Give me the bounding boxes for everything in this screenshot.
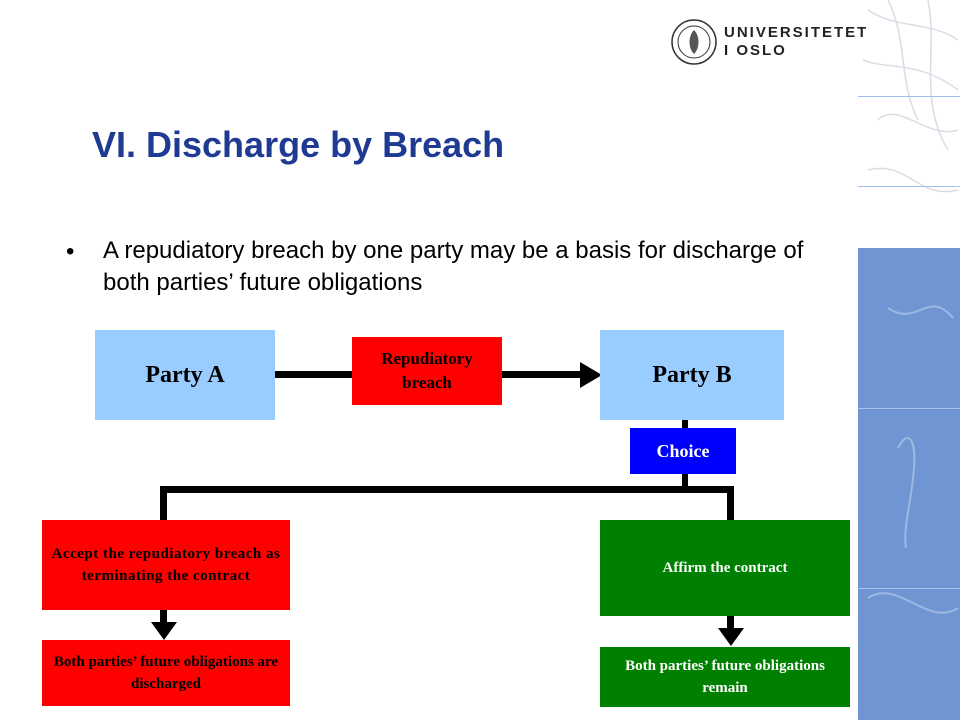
party-b-box: Party B bbox=[600, 330, 784, 420]
slide-title: VI. Discharge by Breach bbox=[92, 124, 505, 165]
remain-box: Both parties’ future obligations remain bbox=[600, 647, 850, 707]
sidebar-figure bbox=[867, 305, 959, 614]
arrow-head-down-icon bbox=[151, 622, 177, 640]
repudiatory-breach-box: Repudiatory breach bbox=[352, 337, 502, 405]
connector-line bbox=[160, 610, 167, 626]
logo-line-2: I OSLO bbox=[724, 42, 787, 59]
sidebar-artwork bbox=[862, 0, 959, 193]
party-a-box: Party A bbox=[95, 330, 275, 420]
branch-line bbox=[160, 486, 734, 493]
university-seal-icon bbox=[670, 18, 718, 66]
sidebar-divider bbox=[858, 588, 960, 589]
decorative-sidebar bbox=[858, 0, 960, 720]
bullet-text: A repudiatory breach by one party may be… bbox=[103, 237, 804, 296]
branch-right-drop bbox=[727, 486, 734, 520]
sidebar-divider bbox=[858, 408, 960, 409]
connector-line bbox=[682, 474, 688, 492]
choice-box: Choice bbox=[630, 428, 736, 474]
bullet-marker: • bbox=[66, 238, 75, 265]
accept-breach-box: Accept the repudiatory breach as termina… bbox=[42, 520, 290, 610]
sidebar-divider bbox=[858, 186, 960, 187]
connector-line bbox=[682, 420, 688, 428]
affirm-contract-box: Affirm the contract bbox=[600, 520, 850, 616]
connector-line bbox=[727, 616, 734, 632]
discharged-box: Both parties’ future obligations are dis… bbox=[42, 640, 290, 706]
sidebar-divider bbox=[858, 96, 960, 97]
branch-left-drop bbox=[160, 486, 167, 520]
arrow-head-right-icon bbox=[580, 362, 602, 388]
arrow-head-down-icon bbox=[718, 628, 744, 646]
sidebar-blue-panel bbox=[858, 248, 960, 720]
logo-line-1: UNIVERSITETET bbox=[724, 24, 869, 41]
